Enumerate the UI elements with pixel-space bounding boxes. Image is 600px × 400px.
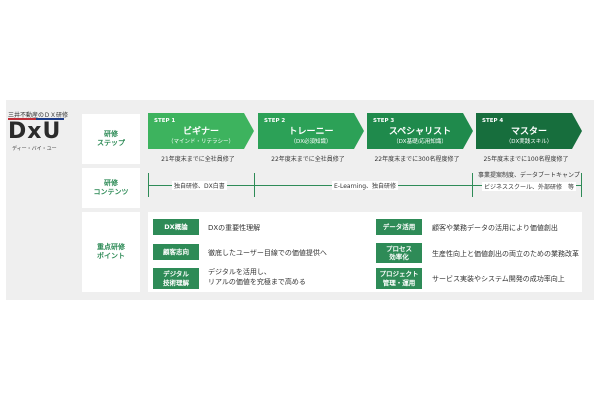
contents-divider-3: [472, 173, 473, 197]
step-1-tag: STEP 1: [154, 118, 176, 124]
contents-divider-4: [581, 173, 582, 197]
contents-divider-2: [254, 173, 255, 197]
step-2-sub: （DX必須知識）: [290, 139, 332, 145]
step-3-arrow-shape: [367, 113, 473, 149]
step-2-tag: STEP 2: [264, 118, 286, 124]
step-1-note: 21年度末までに全社員修了: [161, 156, 235, 163]
point-tag-process: プロセス 効率化: [376, 243, 422, 263]
step-2-name: トレーニー: [288, 127, 334, 137]
step-4-tag: STEP 4: [482, 118, 504, 124]
content-independent-training: 独自研修、DX白書: [172, 181, 227, 190]
point-tag-project: プロジェクト 管理・運用: [376, 268, 422, 289]
step-3-tag: STEP 3: [373, 118, 395, 124]
logo-subtitle: 三井不動産のＤＸ研修: [8, 112, 69, 119]
point-tag-customer: 顧客志向: [153, 244, 199, 260]
content-elearning: E-Learning、独自研修: [332, 181, 399, 190]
point-desc-digital-tech: デジタルを活用し、 リアルの価値を究極まで高める: [208, 268, 306, 287]
point-tag-digital-tech: デジタル 技術理解: [153, 268, 199, 289]
step-1-name: ビギナー: [182, 127, 219, 137]
row-label-contents: 研修 コンテンツ: [82, 168, 140, 208]
step-4-note: 25年度末までに100名程度修了: [483, 156, 569, 163]
point-desc-customer: 徹底したユーザー目線での価値提供へ: [208, 249, 327, 257]
point-desc-dx-overview: DXの重要性理解: [208, 224, 261, 232]
step-1-arrow-shape: [148, 113, 254, 149]
point-desc-data: 顧客や業務データの活用により価値創出: [432, 224, 558, 232]
logo-title: DxU: [8, 119, 62, 144]
point-tag-data: データ活用: [376, 219, 422, 235]
step-3-name: スペシャリスト: [388, 127, 452, 137]
row-label-points: 重点研修 ポイント: [82, 212, 140, 292]
step-4-arrow-shape: [476, 113, 582, 149]
point-tag-dx-overview: DX概論: [153, 219, 199, 235]
content-business-proposal: 事業提案制度、データブートキャンプ: [478, 172, 580, 179]
logo-kana: ディー・バイ・ユー: [12, 146, 57, 152]
step-2-arrow-shape: [258, 113, 364, 149]
step-2-note: 22年度末までに全社員修了: [271, 156, 345, 163]
step-4-arrow: STEP 4 マスター （DX実践スキル）: [476, 113, 582, 149]
step-1-sub: （マインド・リテラシー）: [168, 139, 234, 145]
step-4-name: マスター: [510, 127, 547, 137]
step-4-sub: （DX実践スキル）: [505, 139, 553, 145]
points-box: [148, 212, 582, 292]
logo-blue-bar: [36, 118, 64, 120]
point-desc-process: 生産性向上と価値創出の両立のための業務改革: [432, 250, 579, 258]
step-1-arrow: STEP 1 ビギナー （マインド・リテラシー）: [148, 113, 254, 149]
step-2-arrow: STEP 2 トレーニー （DX必須知識）: [258, 113, 364, 149]
content-business-school: ビジネススクール、外部研修 等: [482, 182, 577, 191]
point-desc-project: サービス実装やシステム開発の成功率向上: [432, 275, 565, 283]
row-label-steps: 研修 ステップ: [82, 114, 140, 164]
step-3-sub: （DX基礎/応用知識）: [393, 139, 447, 145]
step-3-note: 22年度末までに300名程度修了: [374, 156, 460, 163]
contents-divider-1: [148, 173, 149, 197]
step-3-arrow: STEP 3 スペシャリスト （DX基礎/応用知識）: [367, 113, 473, 149]
logo-red-bar: [8, 118, 36, 120]
